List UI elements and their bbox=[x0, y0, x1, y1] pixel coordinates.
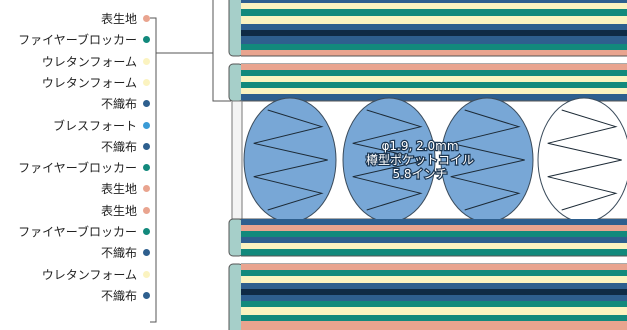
legend-label: 表生地 bbox=[100, 12, 137, 26]
legend-label: 表生地 bbox=[100, 203, 137, 218]
layer-stripe bbox=[241, 264, 627, 270]
legend-label: ブレスフォート bbox=[52, 118, 137, 133]
legend-color-dot bbox=[143, 249, 150, 257]
layer-stripe bbox=[241, 276, 627, 283]
legend-color-dot bbox=[143, 270, 150, 278]
legend-color-dot bbox=[143, 121, 150, 129]
layer-stripe bbox=[241, 237, 627, 243]
core-edge bbox=[231, 100, 243, 220]
legend-label: ウレタンフォーム bbox=[41, 267, 137, 282]
legend-color-dot bbox=[143, 78, 150, 86]
layer-stripe bbox=[241, 243, 627, 249]
layer-stripe bbox=[241, 9, 627, 16]
legend-label: 不織布 bbox=[100, 246, 137, 261]
edge-cap bbox=[228, 63, 244, 102]
coil-spec-label: 5.8インチ bbox=[392, 167, 447, 181]
legend-color-dot bbox=[143, 57, 150, 65]
legend-color-dot bbox=[143, 206, 150, 214]
layer-stripe bbox=[241, 289, 627, 295]
legend-label: 表生地 bbox=[100, 182, 137, 197]
layer-stripe bbox=[241, 64, 627, 70]
legend-item: ファイヤーブロッカー bbox=[18, 157, 150, 178]
legend-item: 不織布 bbox=[101, 242, 150, 263]
layer-stripe bbox=[241, 30, 627, 36]
layer-stripe bbox=[241, 3, 627, 9]
legend-color-dot bbox=[143, 291, 150, 299]
legend-color-dot bbox=[143, 142, 150, 150]
coil-spring bbox=[547, 109, 622, 211]
layer-stripe bbox=[241, 225, 627, 231]
legend-color-dot bbox=[143, 100, 150, 108]
coil-spring bbox=[352, 109, 427, 211]
layer-stripe bbox=[241, 249, 627, 256]
layer-stripe bbox=[241, 321, 627, 330]
layer-stripe bbox=[241, 36, 627, 44]
legend-label: 不織布 bbox=[100, 139, 137, 154]
layer-stripe bbox=[241, 219, 627, 225]
layer-stripe bbox=[241, 0, 627, 3]
legend-color-dot bbox=[143, 15, 150, 22]
legend-color-dot bbox=[143, 185, 150, 193]
layer-stripe bbox=[241, 24, 627, 30]
layer-stripe bbox=[241, 50, 627, 56]
layer-stripe bbox=[241, 270, 627, 276]
coil-spring bbox=[450, 109, 525, 211]
legend-label: 不織布 bbox=[100, 97, 137, 112]
legend-item: 表生地 bbox=[101, 8, 150, 29]
legend-item: ウレタンフォーム bbox=[42, 264, 150, 285]
layer-stripe bbox=[241, 315, 627, 321]
legend-item: 不織布 bbox=[101, 93, 150, 114]
layer-stripe bbox=[241, 76, 627, 82]
layer-stripe bbox=[241, 295, 627, 301]
connector-line bbox=[156, 0, 214, 54]
edge-cap bbox=[228, 218, 244, 257]
layer-stripe bbox=[241, 307, 627, 315]
connector-line bbox=[212, 53, 231, 102]
layer-stripe bbox=[241, 82, 627, 88]
legend-label: ファイヤーブロッカー bbox=[18, 33, 137, 48]
legend-item: ファイヤーブロッカー bbox=[18, 221, 150, 242]
legend-bracket bbox=[150, 17, 157, 323]
layer-stripe bbox=[241, 231, 627, 237]
legend-item: ファイヤーブロッカー bbox=[18, 29, 150, 50]
legend-label: ウレタンフォーム bbox=[41, 75, 137, 90]
coil-spec-label: φ1.9, 2.0mm bbox=[381, 139, 458, 153]
legend-item: 表生地 bbox=[101, 178, 150, 199]
legend-color-dot bbox=[143, 36, 150, 44]
coil-spring bbox=[253, 109, 328, 211]
legend-label: ファイヤーブロッカー bbox=[18, 161, 137, 176]
legend-item: ウレタンフォーム bbox=[42, 72, 150, 93]
legend-item: ウレタンフォーム bbox=[42, 51, 150, 72]
legend-item: 不織布 bbox=[101, 136, 150, 157]
layer-stripe bbox=[241, 44, 627, 50]
layer-stripe bbox=[241, 94, 627, 101]
layer-stripe bbox=[241, 88, 627, 94]
layer-stripe bbox=[241, 70, 627, 76]
layer-stripe bbox=[241, 301, 627, 307]
legend-label: ファイヤーブロッカー bbox=[18, 225, 137, 239]
coil-spec-label: 樽型ポケットコイル bbox=[366, 152, 474, 167]
edge-cap bbox=[228, 263, 244, 330]
edge-cap bbox=[228, 0, 244, 57]
legend-item: ブレスフォート bbox=[53, 115, 150, 136]
layer-stripe bbox=[241, 16, 627, 24]
legend-label: 不織布 bbox=[100, 288, 137, 303]
legend-color-dot bbox=[143, 164, 150, 172]
legend-item: 不織布 bbox=[101, 285, 150, 306]
legend-label: ウレタンフォーム bbox=[41, 54, 137, 69]
legend-item: 表生地 bbox=[101, 200, 150, 221]
layer-stripe bbox=[241, 283, 627, 289]
legend-color-dot bbox=[143, 228, 150, 235]
